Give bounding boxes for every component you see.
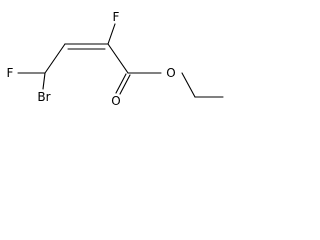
atom-label-oxygen-ester: O — [166, 66, 175, 80]
bond-c1-br — [42, 72, 46, 90]
atom-label-oxygen-carbonyl: O — [111, 94, 120, 108]
bond-c1-c2 — [44, 43, 66, 74]
atom-label-fluorine-left: F — [7, 66, 14, 80]
bond-c3-c4 — [107, 43, 129, 74]
bond-o-ch2 — [181, 72, 196, 98]
atom-label-bromine: Br — [37, 90, 50, 104]
bond-c4-o-carbonyl — [115, 73, 127, 94]
bond-c4-o-carbonyl-2 — [119, 74, 131, 95]
structural-formula: F F Br O O — [7, 10, 224, 108]
atom-label-fluorine-top: F — [113, 10, 120, 24]
bond-c3-f — [107, 23, 116, 45]
